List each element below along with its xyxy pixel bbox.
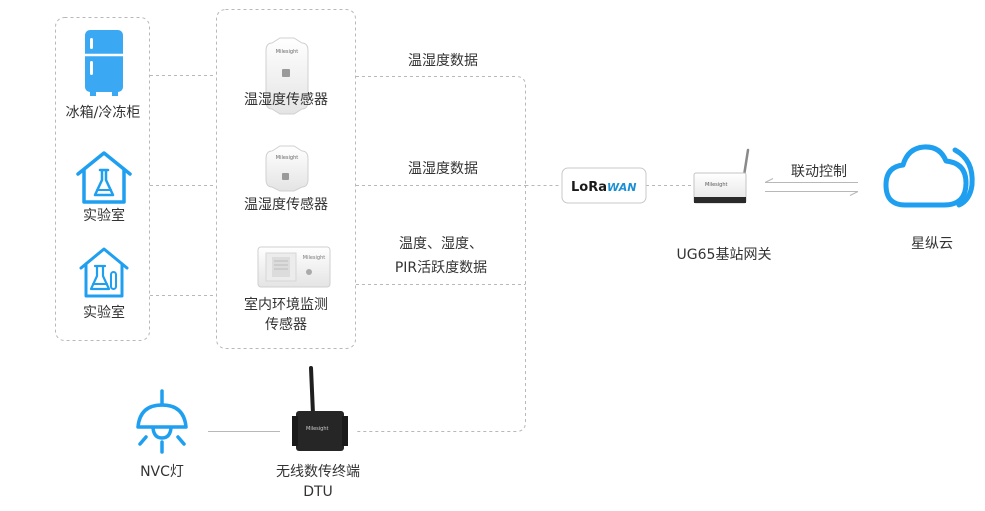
cloud-label: 星纵云 bbox=[911, 236, 953, 252]
lab-label-2: 实验室 bbox=[83, 305, 125, 321]
dtu-label-line1: 无线数传终端 bbox=[276, 464, 360, 480]
lamp-label: NVC灯 bbox=[140, 464, 184, 480]
data-label-2: 温湿度数据 bbox=[408, 161, 478, 177]
lorawan-text-wan: WAN bbox=[607, 181, 636, 194]
refrigerator-icon bbox=[85, 30, 123, 96]
lorawan-badge: LoRa WAN bbox=[561, 167, 647, 204]
control-label: 联动控制 bbox=[791, 164, 847, 180]
sensor-brand-text-3: Milesight bbox=[303, 255, 326, 261]
data-label-1: 温湿度数据 bbox=[408, 53, 478, 69]
ug65-gateway-device: Milesight bbox=[693, 148, 750, 204]
sensor-label-1: 温湿度传感器 bbox=[244, 92, 328, 108]
sensor-label-3-line1: 室内环境监测 bbox=[244, 297, 328, 313]
temperature-humidity-sensor-device: Milesight bbox=[265, 37, 309, 115]
dtu-device: Milesight bbox=[292, 366, 348, 451]
sensor-label-3-line2: 传感器 bbox=[265, 317, 307, 333]
left-group-box bbox=[55, 17, 150, 341]
gateway-label: UG65基站网关 bbox=[676, 247, 772, 263]
sensor-brand-text-2: Milesight bbox=[276, 155, 299, 161]
laboratory-house-icon bbox=[76, 151, 132, 204]
data-label-3-line1: 温度、湿度、 bbox=[399, 236, 483, 252]
indoor-environment-sensor-device: Milesight bbox=[257, 246, 331, 288]
dtu-label-line2: DTU bbox=[303, 484, 333, 500]
cloud-icon bbox=[883, 144, 975, 208]
sensor-brand-text: Milesight bbox=[276, 49, 299, 55]
dtu-brand-text: Milesight bbox=[306, 426, 329, 432]
lab-label-1: 实验室 bbox=[83, 208, 125, 224]
pendant-lamp-icon bbox=[136, 389, 188, 454]
temperature-humidity-sensor-device-2: Milesight bbox=[265, 145, 309, 192]
data-line-dtu bbox=[356, 185, 526, 432]
data-line-sensor1 bbox=[356, 76, 526, 185]
bidirectional-arrow bbox=[764, 178, 859, 196]
lorawan-text-lo: LoRa bbox=[571, 180, 607, 195]
laboratory-house-icon-2 bbox=[79, 247, 129, 298]
fridge-label: 冰箱/冷冻柜 bbox=[65, 105, 141, 121]
sensor-label-2: 温湿度传感器 bbox=[244, 197, 328, 213]
data-label-3-line2: PIR活跃度数据 bbox=[394, 260, 488, 276]
gateway-brand-text: Milesight bbox=[705, 182, 728, 188]
sensor-group-box bbox=[216, 9, 356, 349]
